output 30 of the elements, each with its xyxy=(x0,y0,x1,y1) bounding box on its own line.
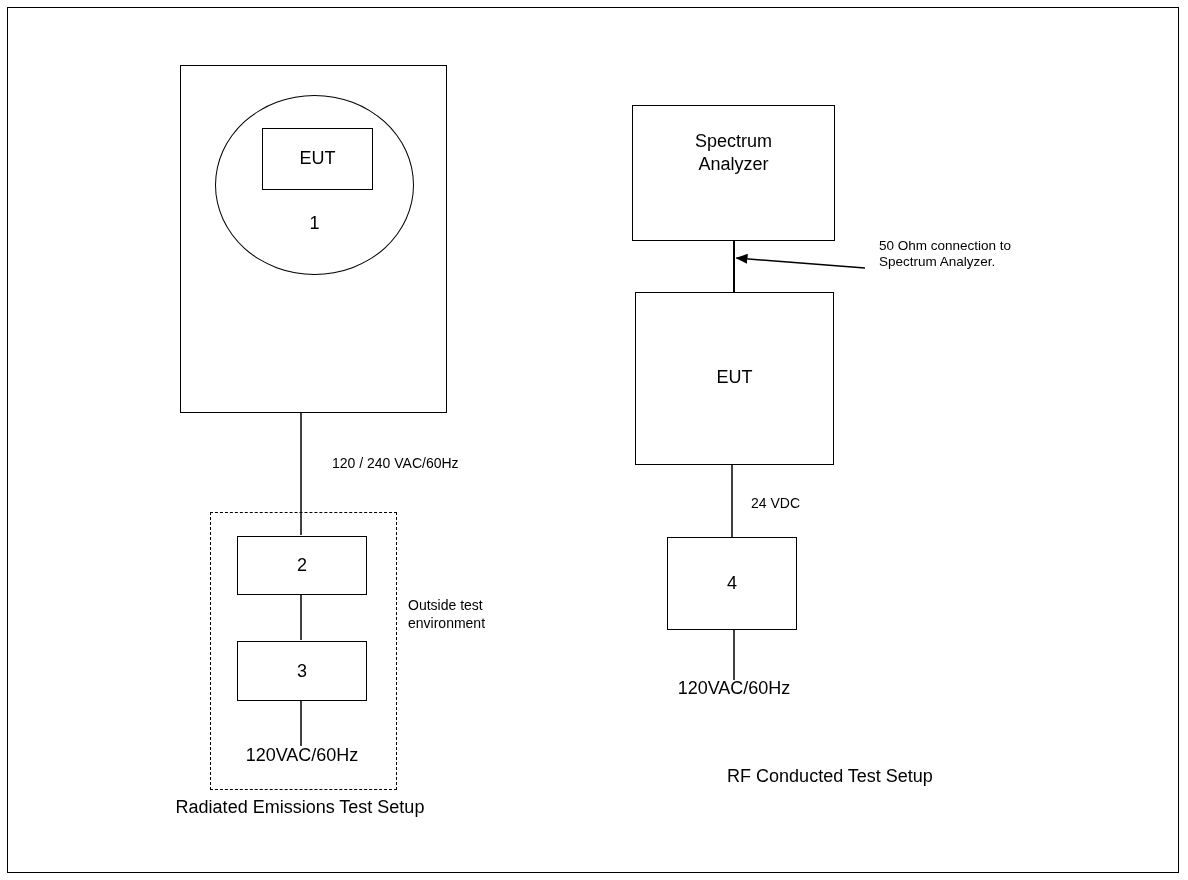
dashed-boundary-box xyxy=(210,512,397,790)
setup-caption: RF Conducted Test Setup xyxy=(726,766,934,787)
equipment-box xyxy=(667,537,797,630)
equipment-box xyxy=(635,292,834,465)
boundary-caption: Outside test environment xyxy=(408,596,487,633)
equipment-box xyxy=(632,105,835,241)
node-label: 2 xyxy=(296,554,308,577)
equipment-box xyxy=(237,641,367,701)
cable-line xyxy=(731,464,733,538)
cable-line xyxy=(300,593,302,641)
leader-arrow xyxy=(735,253,866,269)
edge-label: 24 VDC xyxy=(751,495,801,511)
equipment-box xyxy=(237,536,367,595)
node-label: 4 xyxy=(726,572,738,595)
cable-line xyxy=(300,699,302,747)
cable-line xyxy=(733,241,735,292)
node-label: 3 xyxy=(296,660,308,683)
node-label: 1 xyxy=(308,212,321,235)
equipment-box xyxy=(180,65,447,413)
setup-caption: Radiated Emissions Test Setup xyxy=(174,797,426,818)
cable-line xyxy=(733,629,735,681)
node-label: EUT xyxy=(298,147,337,170)
equipment-box xyxy=(262,128,373,190)
cable-line xyxy=(300,412,302,536)
note-text: 120VAC/60Hz xyxy=(236,745,368,771)
note-text: 50 Ohm connection to Spectrum Analyzer. xyxy=(879,238,1047,278)
edge-label: 120 / 240 VAC/60Hz xyxy=(332,455,459,471)
node-label: EUT xyxy=(715,366,754,389)
node-label: Spectrum Analyzer xyxy=(694,130,773,175)
note-text: 120VAC/60Hz xyxy=(636,678,832,708)
